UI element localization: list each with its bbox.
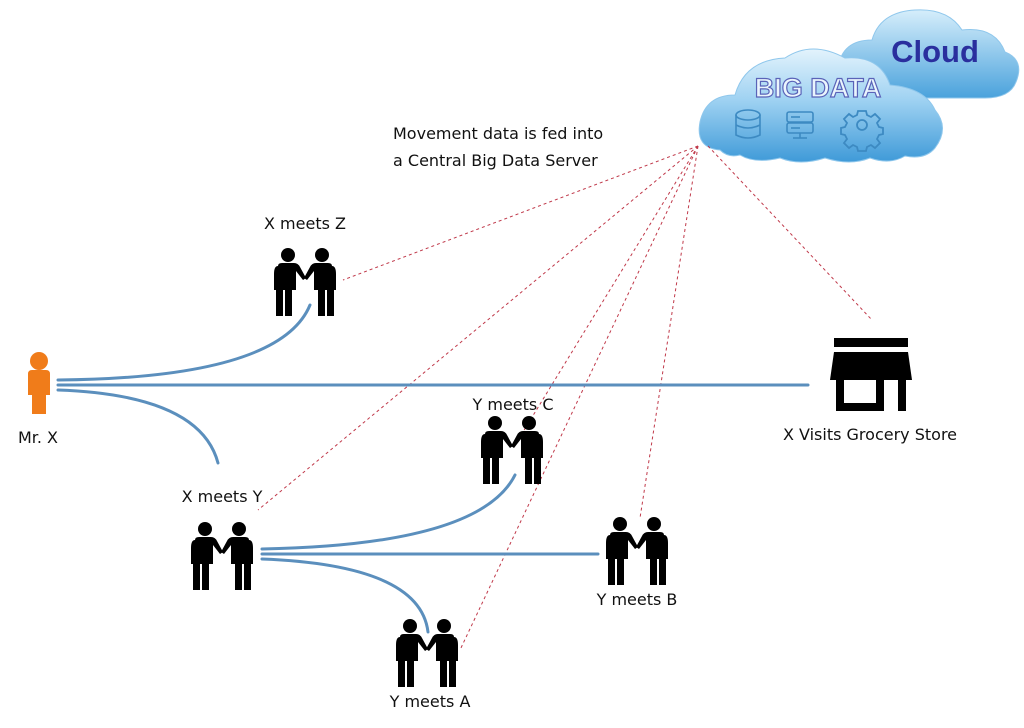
handshake-icon [191, 522, 253, 590]
handshake-icon [606, 517, 668, 585]
handshake-icon [481, 416, 543, 484]
node-label: X meets Y [182, 487, 263, 506]
node-y-meets-b: Y meets B [596, 517, 678, 609]
node-mr-x: Mr. X [18, 352, 58, 447]
data-link-y-meets-a [459, 145, 699, 651]
store-icon [830, 338, 912, 411]
handshake-icon [274, 248, 336, 316]
person-icon [28, 352, 50, 414]
data-links [257, 145, 873, 651]
flow-mr-x-to-x-meets-y [56, 388, 220, 465]
note-line-1: Movement data is fed into [393, 124, 603, 143]
node-y-meets-a: Y meets A [389, 619, 471, 711]
node-label: X meets Z [264, 214, 346, 233]
cloud-label: Cloud [891, 34, 979, 69]
node-y-meets-c: Y meets C [472, 395, 554, 484]
cloud-front-shape: BIG DATA [698, 48, 943, 163]
flow-lines [56, 303, 810, 634]
flow-x-meets-y-to-y-meets-c [260, 473, 517, 551]
flow-mr-x-to-x-meets-z [56, 303, 312, 382]
node-label: Y meets B [596, 590, 678, 609]
node-label: Mr. X [18, 428, 58, 447]
flow-x-meets-y-to-y-meets-a [260, 557, 430, 634]
data-link-x-meets-y [257, 145, 699, 511]
big-data-label: BIG DATA [755, 73, 881, 103]
node-x-meets-z: X meets Z [264, 214, 346, 316]
big-data-cloud: Cloud BIG DATA [698, 9, 1020, 163]
data-link-y-meets-c [514, 145, 699, 446]
gear-icon [840, 110, 884, 152]
server-icon [786, 111, 814, 139]
node-grocery-store: X Visits Grocery Store [783, 338, 957, 444]
data-link-grocery [707, 145, 873, 321]
database-icon [735, 109, 761, 139]
note-line-2: a Central Big Data Server [393, 151, 598, 170]
node-label: Y meets A [389, 692, 471, 711]
node-x-meets-y: X meets Y [182, 487, 263, 590]
data-link-y-meets-b [639, 145, 699, 519]
node-label: X Visits Grocery Store [783, 425, 957, 444]
node-label: Y meets C [472, 395, 554, 414]
